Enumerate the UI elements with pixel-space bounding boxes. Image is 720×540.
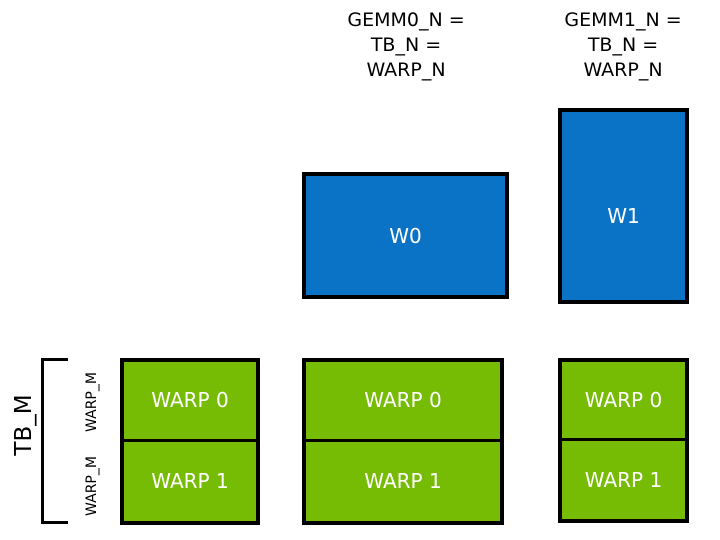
warp-cell-2-1: WARP 1 [584, 467, 663, 492]
warp-cell-1-1: WARP 1 [364, 469, 442, 494]
axis-label-tb-m: TB_M [11, 394, 37, 456]
caption-gemm1-n: GEMM1_N = TB_N = WARP_N [564, 9, 682, 81]
tb-m-bracket [41, 358, 68, 524]
warp-cell-0-0: WARP 0 [124, 362, 256, 442]
warp-block-w0: W0 [302, 172, 509, 299]
warp-block-w1-label: W1 [607, 204, 640, 228]
axis-label-warp-m-lower: WARP_M [84, 456, 100, 516]
warp-cell-1-0: WARP 0 [306, 362, 500, 442]
axis-label-warp-m-upper: WARP_M [84, 372, 100, 432]
warp-column-2: WARP 0 WARP 1 [558, 358, 689, 523]
warp-cell-0-1: WARP 1 [151, 469, 229, 494]
caption-gemm0-n: GEMM0_N = TB_N = WARP_N [347, 9, 465, 81]
warp-block-w1: W1 [558, 108, 689, 304]
warp-column-0: WARP 0 WARP 1 [120, 358, 260, 525]
warp-cell-2-0: WARP 0 [562, 362, 685, 441]
warp-block-w0-label: W0 [389, 223, 422, 248]
warp-column-1: WARP 0 WARP 1 [302, 358, 504, 525]
